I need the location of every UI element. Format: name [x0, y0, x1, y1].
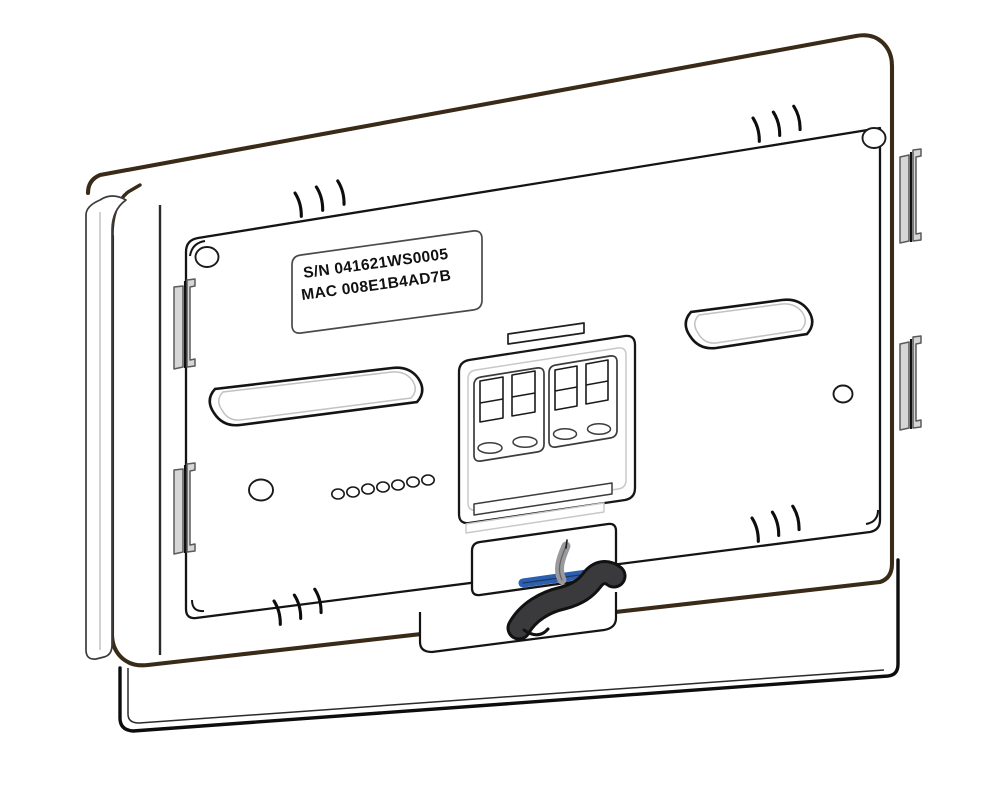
edge-clip-right-upper	[899, 148, 922, 244]
cable-bundle	[506, 539, 627, 641]
terminal-block-housing	[457, 334, 637, 534]
oval-recess-left	[208, 366, 424, 427]
serial-number-label: S/N 041621WS0005 MAC 008E1B4AD7B	[291, 230, 483, 334]
vent-hole-row	[330, 474, 435, 500]
oval-recess-right	[684, 298, 814, 350]
edge-clip-right-lower	[899, 335, 922, 431]
vent-slot	[507, 322, 585, 345]
screw-hole-right-mid	[832, 384, 854, 404]
screw-hole-top-left	[194, 246, 220, 268]
edge-clip-left-upper	[173, 278, 196, 370]
terminal-group-2	[548, 355, 618, 448]
screw-holes	[194, 127, 887, 502]
edge-clip-left-lower	[173, 462, 196, 555]
screw-hole-bottom-left	[248, 478, 274, 502]
terminal-group-1	[473, 367, 545, 462]
screw-hole-top-right	[861, 127, 887, 149]
